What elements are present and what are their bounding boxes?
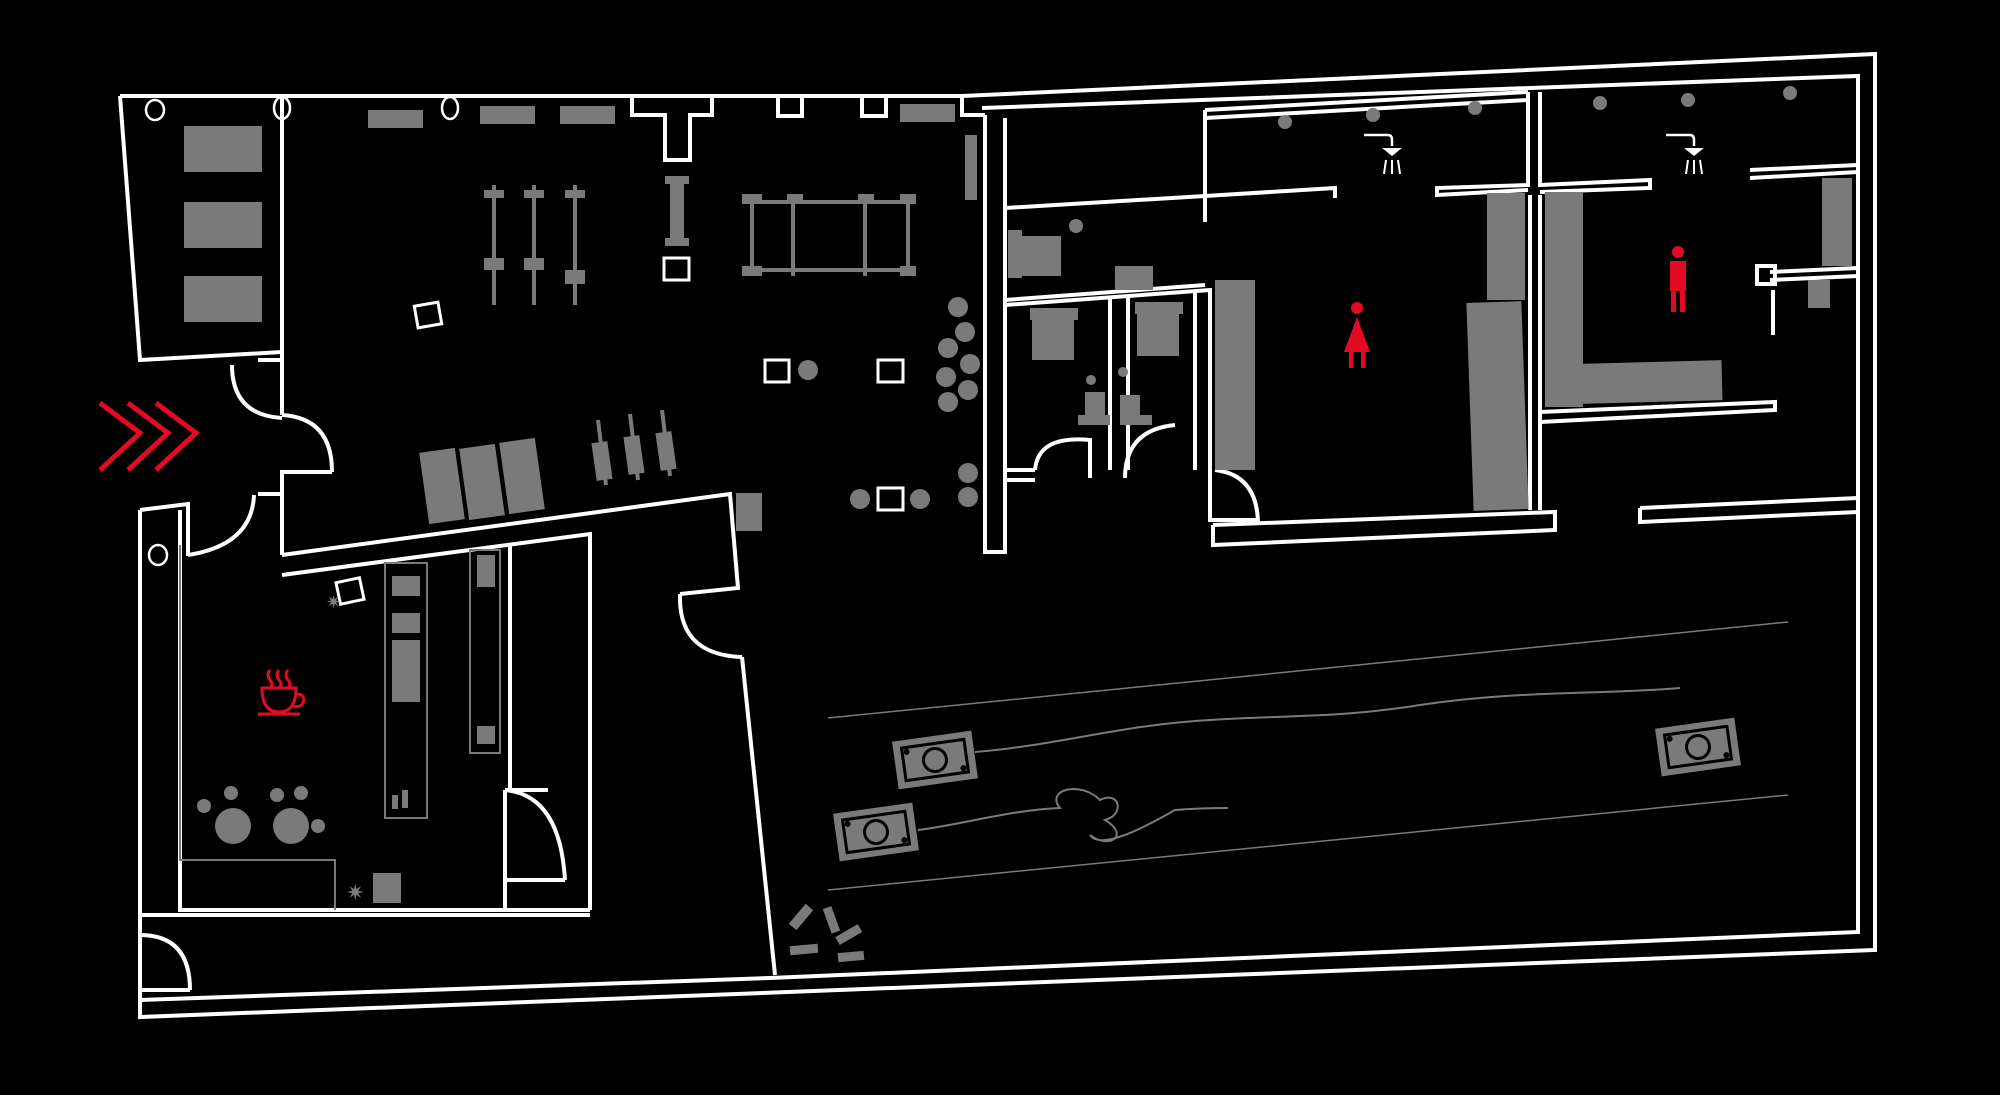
treadmill-3 — [1655, 717, 1741, 777]
gym-room-walls — [258, 94, 985, 976]
svg-text:✷: ✷ — [326, 592, 341, 613]
restroom-fixtures — [1008, 86, 1852, 511]
coffee-cup-icon — [258, 669, 306, 716]
weight-plates — [936, 297, 980, 507]
sparkle-icon: ✷ ✷ — [326, 592, 364, 906]
incline-benches — [591, 409, 677, 486]
entrance-chevrons-icon — [98, 401, 200, 472]
shower-icon — [1364, 133, 1402, 175]
man-icon — [1670, 246, 1686, 312]
treadmill-2 — [833, 802, 919, 862]
svg-text:✷: ✷ — [346, 881, 364, 906]
barbell-racks — [484, 185, 585, 305]
treadmill-1 — [892, 730, 978, 790]
entrance-doors — [187, 364, 334, 557]
shower-icon — [1666, 133, 1704, 175]
squat-rack — [742, 194, 916, 276]
gym-equipment — [144, 95, 980, 607]
woman-icon — [1344, 302, 1370, 368]
outer-walls — [118, 51, 1877, 1020]
lower-hall-furniture — [788, 621, 1789, 963]
cafe-furniture — [179, 545, 501, 910]
cafe-room-walls — [138, 510, 590, 992]
restroom-walls — [983, 90, 1860, 554]
